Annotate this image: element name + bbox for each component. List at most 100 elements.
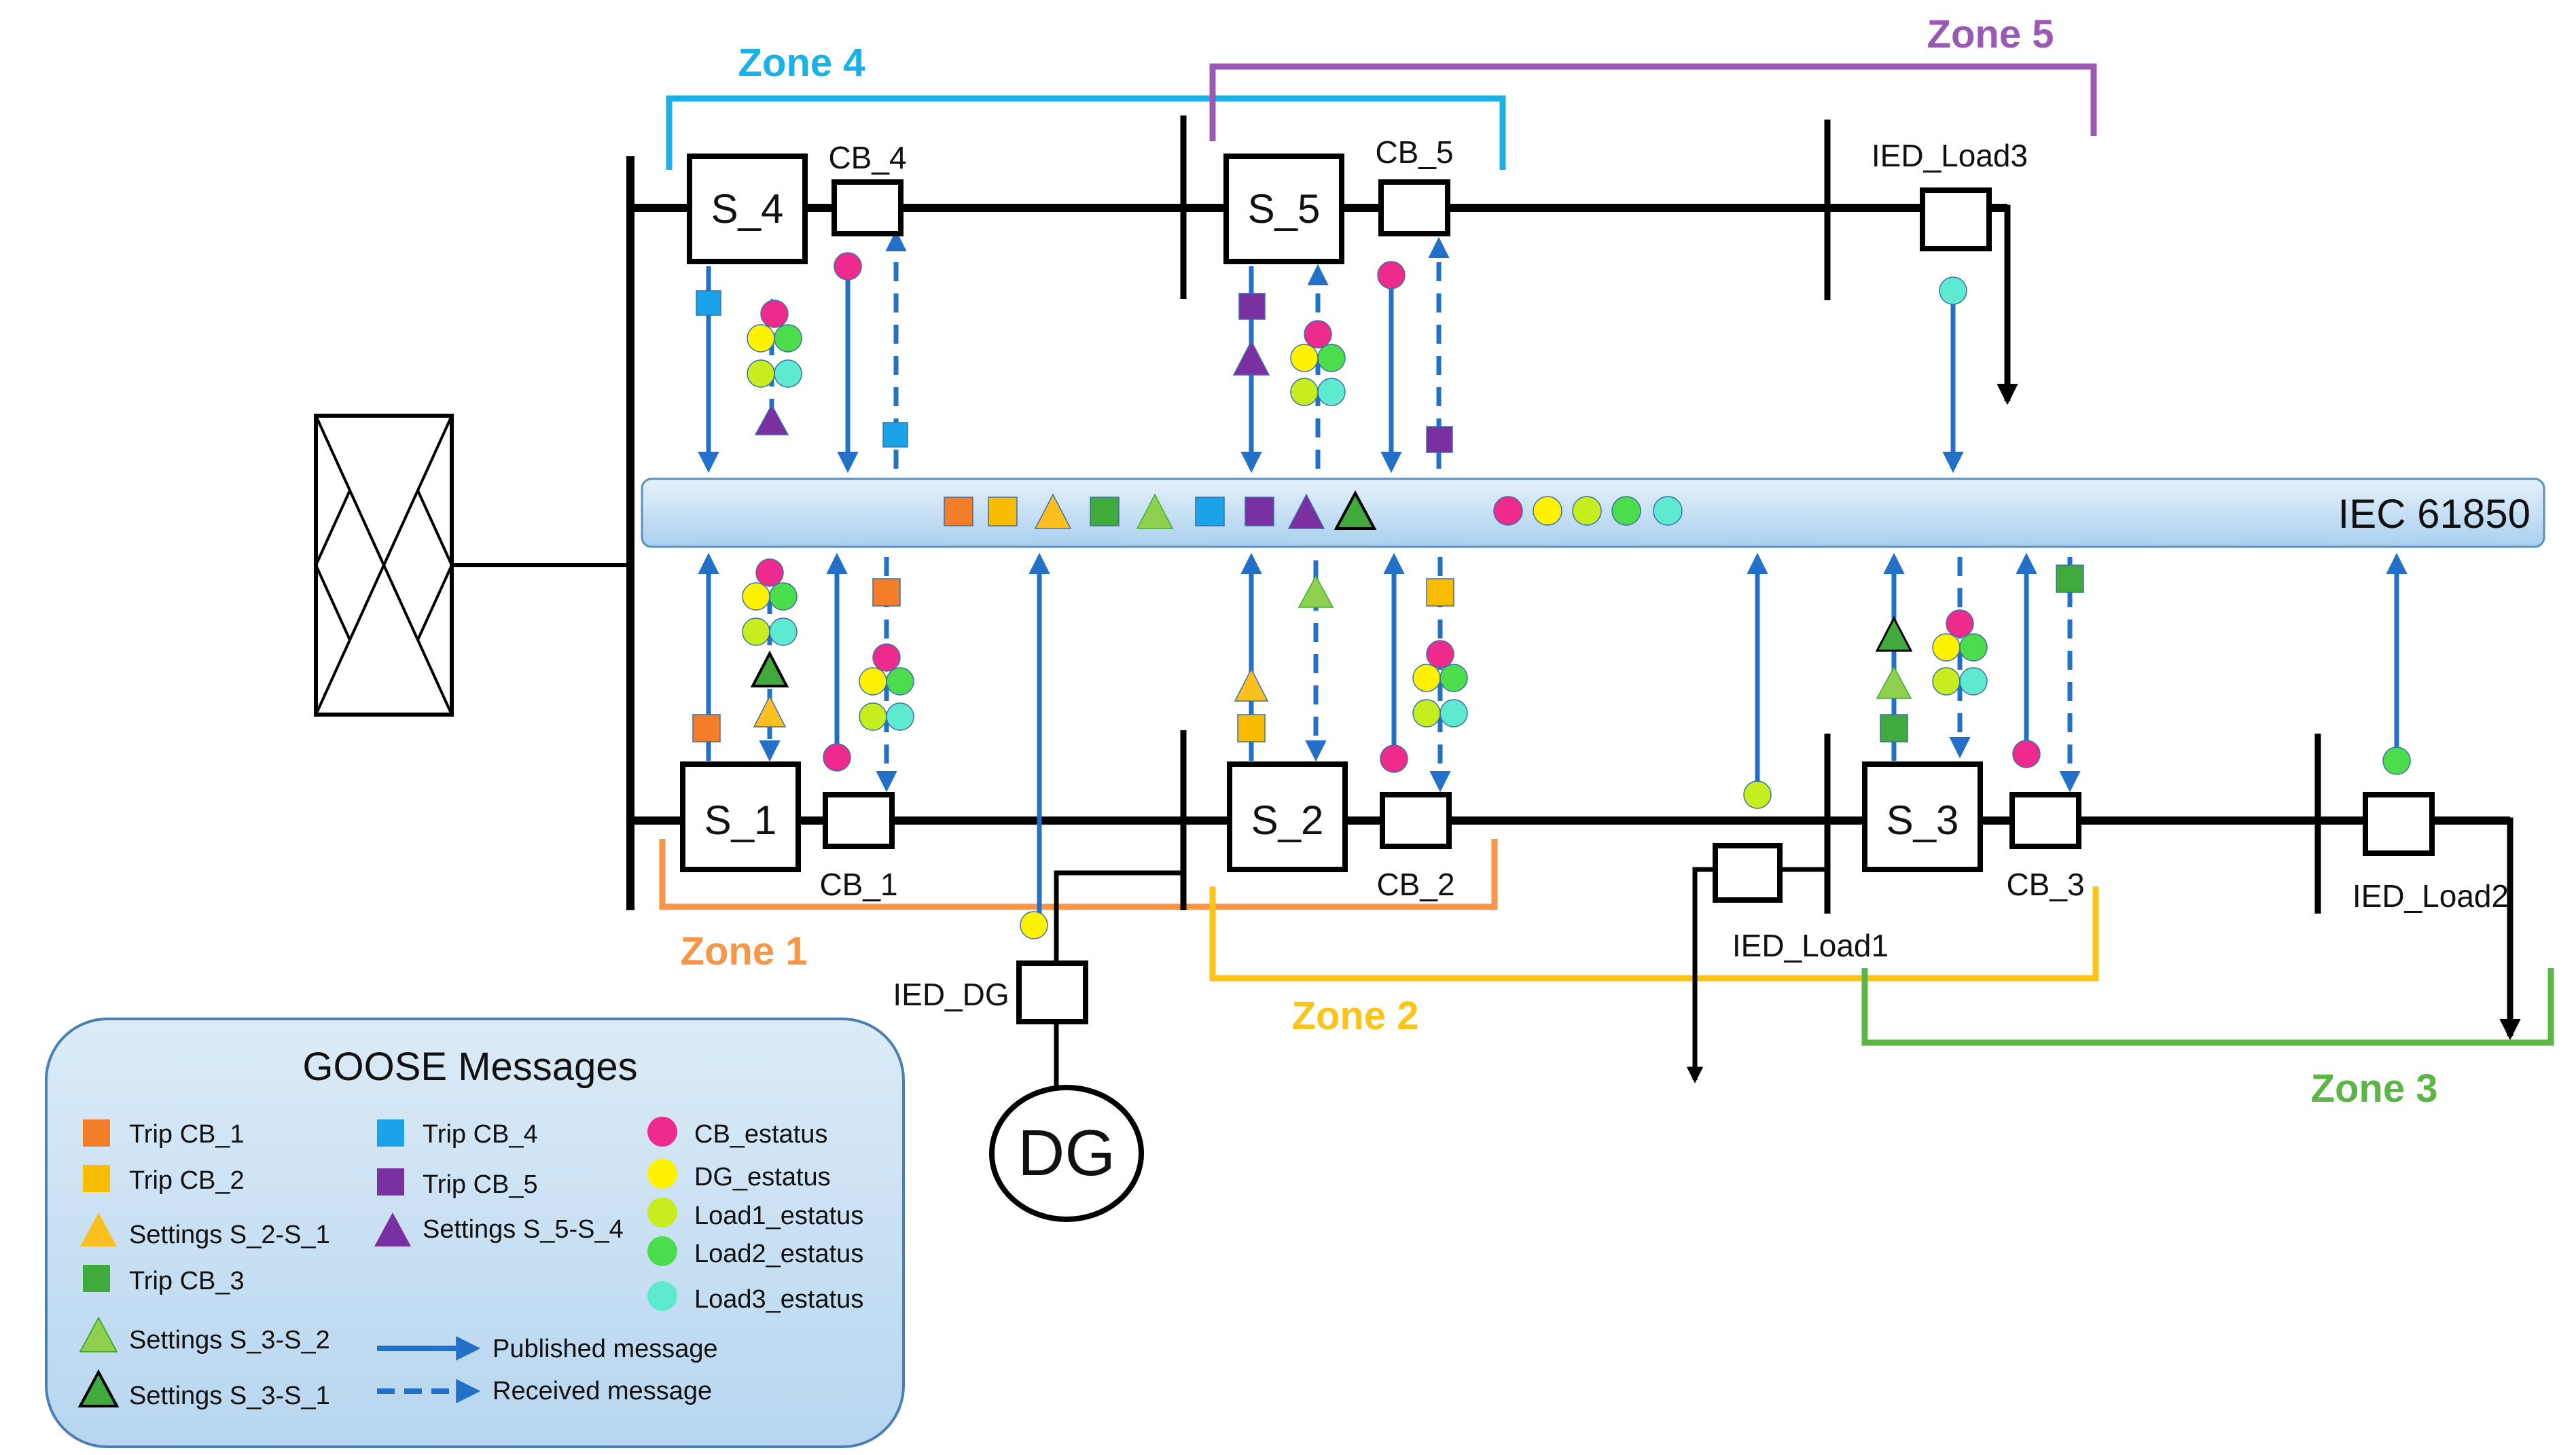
svg-text:CB_3: CB_3 <box>2006 867 2084 902</box>
marker-cb-status <box>834 252 862 281</box>
bus-load2-status <box>1611 496 1641 526</box>
marker-load1-status <box>859 702 887 731</box>
legend-published: Published message <box>377 1335 718 1363</box>
marker-load3-status <box>1939 276 1967 305</box>
iec61850-label: IEC 61850 <box>2338 491 2530 537</box>
relay-s2: S_2 <box>1227 761 1348 872</box>
bus-cb-status <box>1493 496 1523 526</box>
ied-load2: IED_Load2 <box>2353 792 2509 914</box>
marker-dg-status <box>1412 664 1441 692</box>
svg-text:IED_DG: IED_DG <box>893 977 1009 1012</box>
svg-text:Load1_estatus: Load1_estatus <box>694 1202 863 1230</box>
marker-load3-status <box>1959 667 1988 696</box>
svg-text:Settings S_5-S_4: Settings S_5-S_4 <box>423 1215 624 1244</box>
marker-load2-status <box>1439 664 1468 692</box>
svg-text:Load3_estatus: Load3_estatus <box>694 1285 863 1314</box>
relay-s3: S_3 <box>1862 761 1983 872</box>
relay-s4: S_4 <box>687 154 808 264</box>
marker-load3-status <box>769 617 798 646</box>
bus-markers <box>944 490 1683 530</box>
zone-2-label: Zone 2 <box>1292 994 1419 1038</box>
marker-load1-status <box>1290 378 1319 406</box>
bus-trip-cb5 <box>1245 497 1274 526</box>
legend-trip-cb2: Trip CB_2 <box>83 1165 245 1195</box>
marker-trip-cb3 <box>2056 564 2084 593</box>
message-markers-lower <box>692 558 2411 939</box>
zone-4: Zone 4 <box>666 41 1506 170</box>
marker-trip-cb1 <box>692 714 721 742</box>
svg-text:Load2_estatus: Load2_estatus <box>694 1240 863 1268</box>
svg-text:S_2: S_2 <box>1251 797 1324 843</box>
zone-3: Zone 3 <box>1861 968 2554 1111</box>
marker-load2-status <box>2382 747 2411 775</box>
legend-title: GOOSE Messages <box>302 1045 637 1089</box>
message-arrows <box>698 230 2408 914</box>
marker-load3-status <box>886 702 914 731</box>
marker-cb-status <box>1426 640 1454 668</box>
marker-load2-status <box>769 582 798 611</box>
marker-cb-status <box>1304 320 1332 348</box>
svg-text:S_3: S_3 <box>1886 797 1959 843</box>
marker-load1-status <box>1743 780 1772 809</box>
bus-dg-status <box>1533 496 1562 526</box>
marker-load3-status <box>1439 699 1468 728</box>
ied-dg: IED_DG <box>893 960 1088 1024</box>
marker-load1-status <box>1932 667 1961 696</box>
svg-text:CB_estatus: CB_estatus <box>694 1120 827 1149</box>
marker-settings-s5-s4 <box>1232 340 1270 376</box>
legend-load3-status: Load3_estatus <box>647 1281 863 1314</box>
dg-generator: DG <box>989 1085 1144 1222</box>
svg-text:CB_5: CB_5 <box>1375 134 1453 170</box>
marker-load1-status <box>1412 699 1441 728</box>
svg-text:Received message: Received message <box>493 1377 712 1405</box>
svg-text:Settings S_3-S_2: Settings S_3-S_2 <box>129 1326 330 1354</box>
legend-trip-cb5: Trip CB_5 <box>377 1168 538 1199</box>
svg-text:Settings S_2-S_1: Settings S_2-S_1 <box>129 1221 330 1249</box>
relay-s5: S_5 <box>1223 154 1344 264</box>
marker-cb-status <box>2012 740 2041 768</box>
breaker-cb2: CB_2 <box>1376 792 1455 902</box>
message-markers-upper <box>696 252 1967 453</box>
marker-trip-cb3 <box>1880 714 1908 742</box>
marker-trip-cb2 <box>1426 578 1454 607</box>
marker-trip-cb4 <box>882 422 908 448</box>
legend-settings-s3-s1: Settings S_3-S_1 <box>77 1369 330 1410</box>
relay-s1: S_1 <box>680 761 801 872</box>
legend-trip-cb1: Trip CB_1 <box>83 1119 245 1149</box>
legend-trip-cb3: Trip CB_3 <box>83 1265 245 1295</box>
marker-trip-cb2 <box>1237 714 1266 742</box>
zone-2: Zone 2 <box>1209 886 2099 1038</box>
zone-4-label: Zone 4 <box>738 41 865 85</box>
svg-text:DG_estatus: DG_estatus <box>694 1163 831 1191</box>
marker-load1-status <box>742 617 770 646</box>
marker-cb-status <box>872 643 901 672</box>
marker-dg-status <box>1932 633 1961 662</box>
marker-settings-s3-s1 <box>750 650 789 687</box>
legend-cb-status: CB_estatus <box>647 1117 827 1149</box>
bus-settings-s3-s1 <box>1334 490 1377 530</box>
svg-text:S_1: S_1 <box>704 797 777 843</box>
external-grid <box>314 414 630 717</box>
svg-text:Trip CB_1: Trip CB_1 <box>129 1120 245 1149</box>
marker-cb-status <box>755 558 784 587</box>
marker-cb-status <box>823 743 851 772</box>
marker-settings-s3-s2 <box>1298 575 1334 608</box>
zone-3-label: Zone 3 <box>2311 1066 2438 1111</box>
marker-dg-status <box>859 667 887 696</box>
marker-trip-cb4 <box>696 290 721 316</box>
svg-text:S_5: S_5 <box>1248 186 1321 232</box>
svg-text:CB_1: CB_1 <box>819 867 897 902</box>
marker-settings-s2-s1 <box>753 695 787 728</box>
marker-dg-status <box>742 582 770 611</box>
bus-settings-s2-s1 <box>1034 493 1072 529</box>
marker-trip-cb1 <box>872 578 901 607</box>
svg-text:IED_Load3: IED_Load3 <box>1872 138 2028 173</box>
bus-settings-s3-s2 <box>1136 493 1174 529</box>
marker-load2-status <box>886 667 914 696</box>
legend-load2-status: Load2_estatus <box>647 1236 863 1268</box>
marker-settings-s3-s2 <box>1876 666 1912 699</box>
legend-trip-cb4: Trip CB_4 <box>377 1119 538 1149</box>
marker-load1-status <box>747 359 775 388</box>
bus-load1-status <box>1572 496 1602 526</box>
